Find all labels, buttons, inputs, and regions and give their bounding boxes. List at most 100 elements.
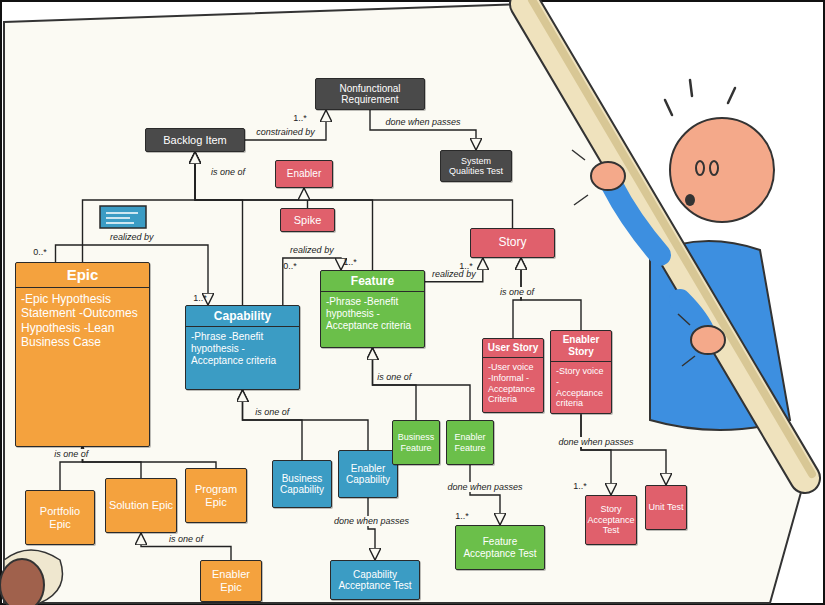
scribble-lines [106,213,138,223]
character-hand [591,162,625,190]
connector [83,447,217,468]
process-box: Backlog Item [145,128,245,152]
box-title: Capability [186,306,299,327]
paper-sheet [4,4,805,603]
multiplicity-label: 0..* [33,247,47,257]
connector [304,188,308,208]
connector [243,390,303,460]
connector [470,465,500,525]
connector [513,258,521,338]
edge-label: is one of [375,372,413,382]
process-box: Program Epic [185,468,247,523]
character-eye [696,161,704,175]
grip-lines [572,150,695,366]
multiplicity-label: 1..* [573,481,587,491]
character-eye [710,161,718,175]
class-box: Epic-Epic Hypothesis Statement -Outcomes… [15,262,150,447]
box-attributes: -Phrase -Benefit hypothesis -Acceptance … [321,292,424,336]
box-attributes: -Epic Hypothesis Statement -Outcomes Hyp… [16,288,149,354]
box-title: User Story [483,339,543,358]
box-title: Feature [321,271,424,292]
process-box: Unit Test [645,485,687,530]
edge-label: done when passes [445,482,524,492]
edge-label: realized by [108,232,156,242]
process-box: Story [470,228,555,258]
paper-curl [4,550,63,603]
edge-label: is one of [498,287,536,297]
process-box: Feature Acceptance Test [455,525,545,570]
scribble-box [100,206,146,228]
box-label: Nonfunctional Requirement [318,83,422,106]
connector [141,533,231,560]
scroll-shade [532,0,812,474]
edge-label: realized by [430,269,478,279]
class-box: Feature-Phrase -Benefit hypothesis -Acce… [320,270,425,348]
multiplicity-label: 1..* [343,257,357,267]
multiplicity-label: 0..* [283,261,297,271]
process-box: Solution Epic [105,478,177,533]
left-hand [0,559,44,605]
edge-label: is one of [167,534,205,544]
box-label: Spike [294,214,322,227]
process-box: Enabler [275,160,333,188]
process-box: Enabler Epic [200,560,262,602]
connector [370,110,476,150]
box-label: Solution Epic [109,499,173,512]
box-label: Enabler Capability [341,463,395,486]
box-label: Enabler Feature [449,432,491,453]
box-attributes: -Story voice -Acceptance criteria [551,362,611,413]
connector [368,498,375,560]
multiplicity-label: 1..* [455,511,469,521]
edge-label: realized by [288,245,336,255]
connector [195,152,373,270]
process-box: Portfolio Epic [25,490,95,545]
process-box: Business Capability [272,460,332,508]
process-box: Business Feature [392,420,440,465]
character-head [670,118,774,222]
box-label: Capability Acceptance Test [333,569,417,592]
scroll-roll [525,4,805,478]
multiplicity-label: 1..* [293,113,307,123]
edge-label: constrained by [254,127,317,137]
box-label: Enabler Epic [203,568,259,593]
character-body [650,241,790,430]
connector [425,258,483,282]
box-attributes: -User voice -Informal -Acceptance Criter… [483,358,543,409]
box-label: Business Feature [395,432,437,453]
process-box: Spike [280,208,335,232]
box-label: Business Capability [275,473,329,496]
box-label: System Qualities Test [443,156,509,177]
process-box: Enabler Feature [446,420,494,465]
process-box: System Qualities Test [440,150,512,182]
process-box: Enabler Capability [338,450,398,498]
character-arm [612,185,660,255]
box-label: Feature Acceptance Test [458,536,542,559]
box-label: Program Epic [188,483,244,508]
box-title: Enabler Story [551,331,611,362]
edge-label: is one of [253,407,291,417]
edge-label: done when passes [332,516,411,526]
class-box: User Story-User voice -Informal -Accepta… [482,338,544,413]
box-label: Unit Test [649,502,684,512]
edge-label: done when passes [383,117,462,127]
connector [373,348,471,420]
box-label: Portfolio Epic [28,505,92,530]
connector [373,348,417,420]
class-box: Capability-Phrase -Benefit hypothesis -A… [185,305,300,390]
process-box: Story Acceptance Test [585,495,637,545]
process-box: Nonfunctional Requirement [315,78,425,110]
box-label: Story Acceptance Test [587,504,634,535]
box-label: Story [498,236,526,250]
edge-label: is one of [52,449,90,459]
class-box: Enabler Story-Story voice -Acceptance cr… [550,330,612,414]
character-mouth [685,194,695,206]
edge-label: done when passes [556,437,635,447]
multiplicity-label: 1..* [193,293,207,303]
box-title: Epic [16,263,149,288]
character-hand [691,326,725,354]
box-attributes: -Phrase -Benefit hypothesis -Acceptance … [186,327,299,371]
edge-label: is one of [209,167,247,177]
